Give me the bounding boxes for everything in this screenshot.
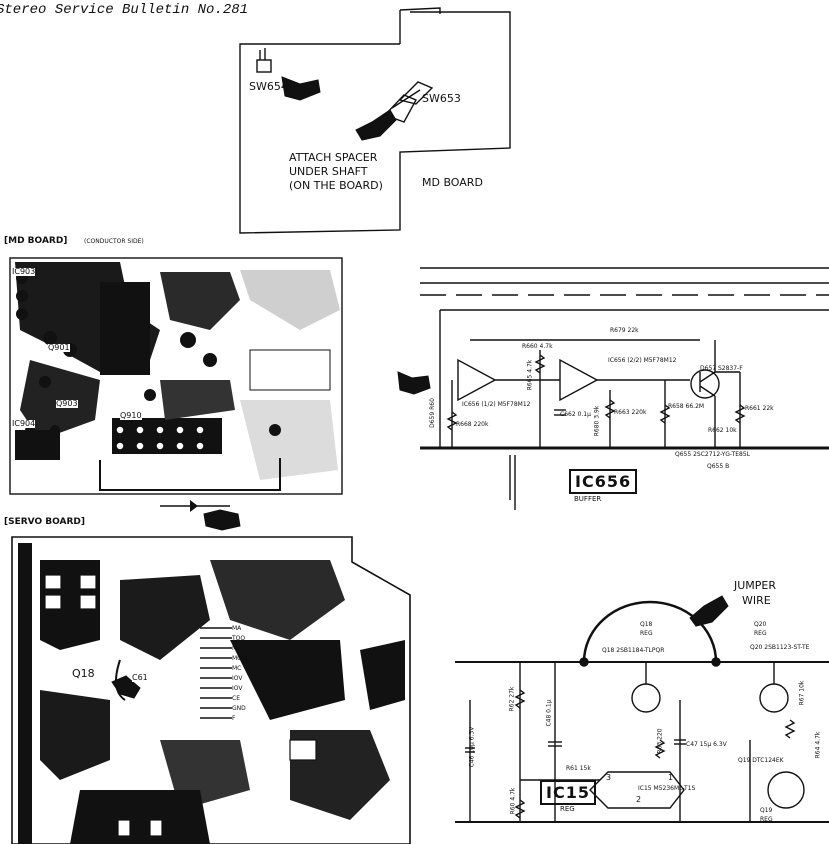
pin-1: 1	[668, 773, 674, 782]
ic15-label: IC15	[540, 780, 596, 805]
pin-too: TOO	[232, 635, 246, 642]
part-q19-type: Q19 DTC124EK	[738, 757, 784, 764]
pin-ma: MA	[232, 625, 242, 632]
pin-ce: CE	[232, 695, 240, 702]
ref-ic903: IC903	[12, 267, 36, 276]
part-r62: R62 27k	[508, 686, 516, 712]
part-r658: R658 66.2M	[668, 403, 705, 410]
instruction-line-3: (ON THE BOARD)	[289, 179, 383, 192]
pin-mc: MC	[232, 665, 242, 672]
part-d659: D659 R60	[428, 398, 436, 428]
instruction-line-1: ATTACH SPACER	[289, 151, 378, 164]
part-r63: R63 220	[656, 728, 664, 754]
pin-f: F	[232, 715, 236, 722]
ref-q901: Q901	[48, 343, 70, 352]
part-r665: R665 4.7k	[526, 359, 534, 391]
part-q655: Q655 2SC2712-YG-TE85L	[675, 451, 750, 458]
part-r64: R64 4.7k	[814, 731, 822, 759]
part-r663: R663 220k	[614, 409, 647, 416]
part-q19-reg: REG	[760, 816, 773, 823]
part-r60: R60 4.7k	[509, 787, 517, 815]
part-r679: R679 22k	[610, 327, 639, 334]
sw653-label: SW653	[422, 92, 461, 105]
pin-gnd: GND	[232, 705, 246, 712]
md-board-subheading: (CONDUCTOR SIDE)	[84, 238, 144, 245]
part-r67: R67 10k	[798, 680, 806, 706]
part-r668: R668 220k	[456, 421, 489, 428]
part-c47: C47 15µ 6.3V	[686, 741, 727, 748]
pin-iov-2: IOV	[232, 685, 243, 692]
part-c662: C662 0.1µ	[560, 411, 591, 418]
instruction-line-2: UNDER SHAFT	[289, 165, 368, 178]
buffer-caption: BUFFER	[574, 495, 602, 503]
pin-iov-1: IOV	[232, 675, 243, 682]
pin-3: 3	[606, 773, 612, 782]
md-board-label: MD BOARD	[422, 176, 483, 189]
md-board-heading: [MD BOARD]	[4, 236, 68, 246]
ref-c61: C61	[132, 673, 148, 682]
part-ic15-type: IC15 M5236ML-T1S	[638, 785, 696, 792]
part-q20-type: Q20 2SB1123-ST-TE	[750, 644, 810, 651]
ref-ic904: IC904	[12, 419, 36, 428]
part-r61: R61 15k	[566, 765, 591, 772]
servo-board-heading: [SERVO BOARD]	[4, 517, 86, 527]
part-r662: R662 10k	[708, 427, 737, 434]
bulletin-title: Stereo Service Bulletin No.281	[0, 2, 249, 18]
part-ic656-1: IC656 (1/2) M5F78M12	[462, 401, 531, 408]
part-q19: Q19	[760, 807, 773, 814]
sw654-label: SW654	[249, 80, 288, 93]
part-ic656-2: IC656 (2/2) M5F78M12	[608, 357, 677, 364]
pin-mone: MONE	[232, 655, 251, 662]
part-q20-reg: REG	[754, 630, 767, 637]
part-d657: D657 S2837-F	[700, 365, 743, 372]
part-r680: R680 3.9k	[593, 405, 601, 437]
part-q18: Q18	[640, 621, 653, 628]
pin-2: 2	[636, 795, 642, 804]
part-q20: Q20	[754, 621, 767, 628]
ic15-caption: REG	[560, 805, 575, 813]
part-r661: R661 22k	[745, 405, 774, 412]
part-c48: C48 0.1µ	[545, 699, 553, 727]
pin-mb: MB	[232, 645, 242, 652]
part-q18-type: Q18 2SB1184-TLPQR	[602, 647, 665, 654]
ref-q18: Q18	[72, 667, 95, 680]
part-q655-b: Q655 B	[707, 463, 730, 470]
ref-q910: Q910	[120, 411, 142, 420]
part-c46: C46 10µ 6.3V	[468, 726, 476, 768]
ref-q903: Q903	[56, 399, 78, 408]
jumper-label-2: WIRE	[742, 594, 771, 607]
ic656-label: IC656	[569, 469, 638, 494]
jumper-label-1: JUMPER	[734, 579, 777, 592]
part-q18-reg: REG	[640, 630, 653, 637]
part-r660: R660 4.7k	[522, 343, 553, 350]
